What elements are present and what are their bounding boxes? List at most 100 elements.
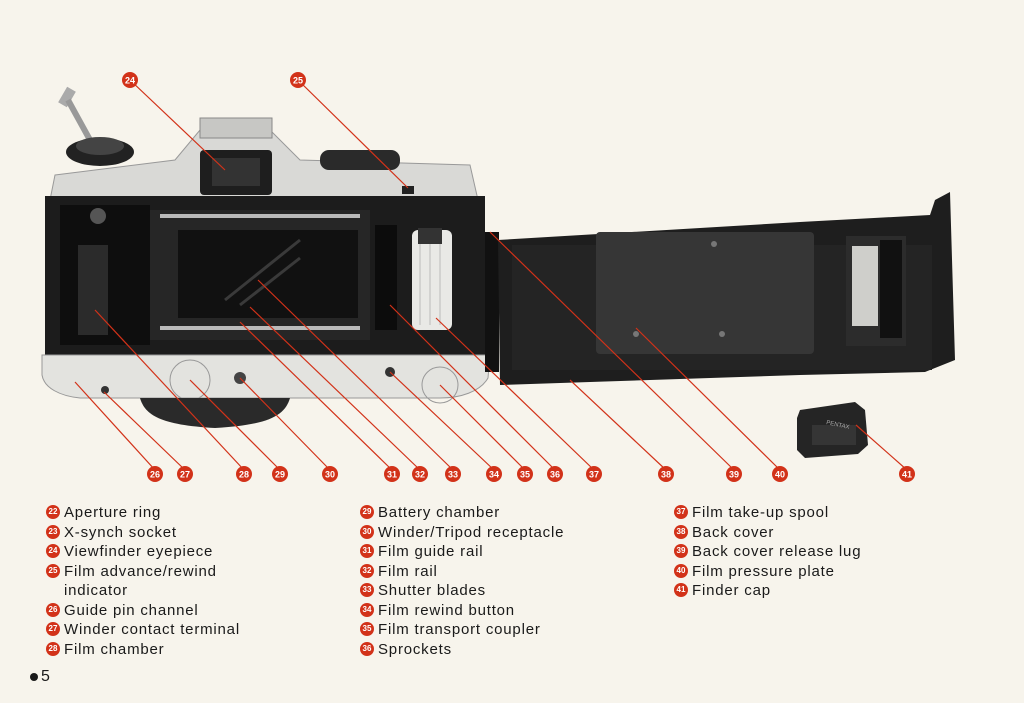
legend-number-badge: 34 (360, 602, 374, 617)
callout-31-label: 31 (387, 470, 397, 480)
legend-label: X-synch socket (64, 523, 177, 541)
legend-item-29: 29 Battery chamber (360, 503, 564, 523)
callout-27: 27 (177, 466, 193, 482)
legend-number-badge: 36 (360, 641, 374, 656)
legend-label: Sprockets (378, 640, 452, 658)
callout-41-label: 41 (902, 470, 912, 480)
callout-38: 38 (658, 466, 674, 482)
legend-label: Guide pin channel (64, 601, 199, 619)
legend-item-30: 30 Winder/Tripod receptacle (360, 523, 564, 543)
callout-33: 33 (445, 466, 461, 482)
legend-number-badge: 40 (674, 563, 688, 578)
legend-number-badge: 26 (46, 602, 60, 617)
callout-24: 24 (122, 72, 138, 88)
legend-number-badge: 27 (46, 622, 60, 636)
legend-column-2: 29 Battery chamber 30 Winder/Tripod recepta… (360, 503, 564, 659)
legend-label: Film rewind button (378, 601, 515, 619)
callout-30: 30 (322, 466, 338, 482)
legend-item-31: 31 Film guide rail (360, 542, 564, 562)
legend-number-badge: 28 (46, 641, 60, 656)
callout-32-label: 32 (415, 470, 425, 480)
callout-40: 40 (772, 466, 788, 482)
legend-item-32: 32 Film rail (360, 562, 564, 582)
legend-number-badge: 22 (46, 505, 60, 519)
finder-cap-brand: PENTAX (826, 420, 850, 431)
legend-label: Finder cap (692, 582, 771, 599)
legend-number-badge: 24 (46, 544, 60, 558)
legend-label: Battery chamber (378, 504, 501, 521)
callout-25-label: 25 (293, 76, 303, 86)
callout-40-label: 40 (775, 470, 785, 480)
callout-41: 41 (899, 466, 915, 482)
callout-26: 26 (147, 466, 163, 482)
legend-number-badge: 35 (360, 622, 374, 636)
legend-number-badge: 32 (360, 563, 374, 578)
legend-label: Shutter blades (378, 582, 486, 599)
legend-number-badge: 37 (674, 505, 688, 519)
callout-33-label: 33 (448, 470, 458, 480)
callout-24-label: 24 (125, 76, 135, 86)
callout-35: 35 (517, 466, 533, 482)
legend-label: Back cover release lug (692, 543, 862, 560)
legend-number-badge: 39 (674, 544, 688, 558)
page-number: 5 (30, 668, 50, 686)
callout-28: 28 (236, 466, 252, 482)
legend-label: Film rail (378, 562, 438, 580)
legend-item-33: 33 Shutter blades (360, 581, 564, 601)
callout-36: 36 (547, 466, 563, 482)
camera-body (41, 86, 955, 458)
bottom-callouts: 26 27 28 29 30 31 32 33 34 35 36 37 38 39 40 41 (147, 466, 915, 482)
legend-label: Film transport coupler (378, 621, 541, 638)
legend-label: Film guide rail (378, 543, 484, 560)
callout-34: 34 (486, 466, 502, 482)
callout-37-label: 37 (589, 470, 599, 480)
legend-label: Back cover (692, 523, 775, 541)
legend-item-26: 26 Guide pin channel (46, 601, 274, 621)
callout-39: 39 (726, 466, 742, 482)
legend-label: Aperture ring (64, 504, 162, 521)
legend-label: Winder/Tripod receptacle (378, 523, 565, 541)
page-number-text: 5 (41, 668, 50, 685)
legend-number-badge: 30 (360, 524, 374, 539)
legend-item-25: 25 Film advance/rewind indicator (46, 562, 274, 601)
legend-item-40: 40 Film pressure plate (674, 562, 861, 582)
callout-28-label: 28 (239, 470, 249, 480)
legend-item-34: 34 Film rewind button (360, 601, 564, 621)
legend-item-22: 22 Aperture ring (46, 503, 274, 523)
page-bullet-icon (30, 673, 38, 681)
callout-36-label: 36 (550, 470, 560, 480)
legend-label: Film pressure plate (692, 562, 835, 580)
callout-29-label: 29 (275, 470, 285, 480)
legend-item-24: 24 Viewfinder eyepiece (46, 542, 274, 562)
callout-35-label: 35 (520, 470, 530, 480)
callout-29: 29 (272, 466, 288, 482)
callout-26-label: 26 (150, 470, 160, 480)
legend-item-35: 35 Film transport coupler (360, 620, 564, 640)
legend-label: Film take-up spool (692, 504, 829, 521)
legend-label: Viewfinder eyepiece (64, 543, 214, 560)
callout-25: 25 (290, 72, 306, 88)
legend-label: Film chamber (64, 640, 165, 658)
callout-37: 37 (586, 466, 602, 482)
callout-39-label: 39 (729, 470, 739, 480)
legend-number-badge: 31 (360, 544, 374, 558)
legend-item-36: 36 Sprockets (360, 640, 564, 660)
callout-31: 31 (384, 466, 400, 482)
legend-item-39: 39 Back cover release lug (674, 542, 861, 562)
callout-34-label: 34 (489, 470, 499, 480)
legend-number-badge: 29 (360, 505, 374, 519)
legend-number-badge: 25 (46, 563, 60, 578)
legend-number-badge: 41 (674, 583, 688, 597)
legend-item-41: 41 Finder cap (674, 581, 861, 601)
callout-30-label: 30 (325, 470, 335, 480)
legend-number-badge: 33 (360, 583, 374, 597)
callout-32: 32 (412, 466, 428, 482)
leader-lines (74, 79, 908, 471)
legend-label: Film advance/rewind indicator (64, 562, 217, 600)
